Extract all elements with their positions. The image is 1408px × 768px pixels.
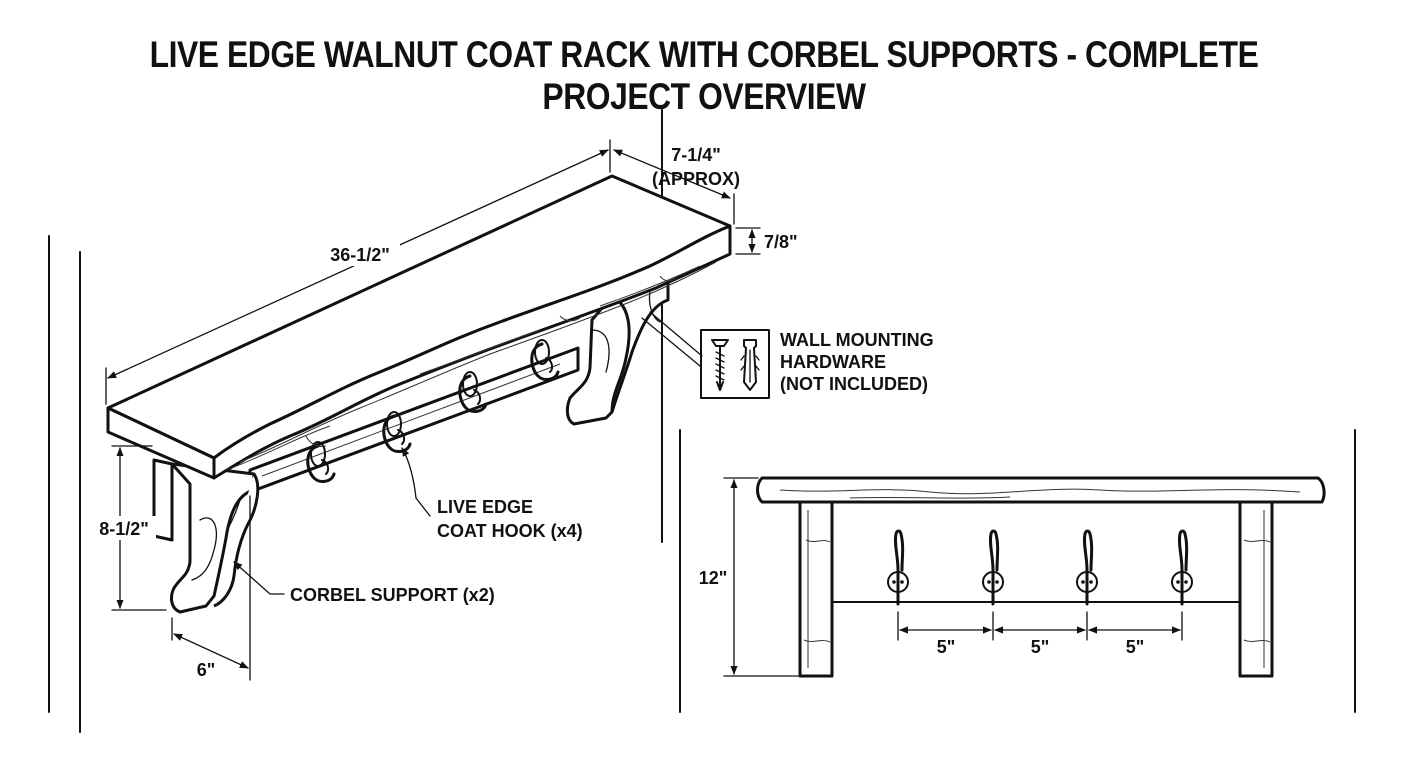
callout-corbel: CORBEL SUPPORT (x2) — [290, 585, 495, 605]
front-corbel — [152, 458, 260, 614]
dimension-hook-spacing — [897, 611, 1183, 641]
wall-anchor-icon — [740, 339, 760, 391]
label-front-height: 12" — [699, 568, 728, 588]
label-thickness: 7/8" — [764, 232, 798, 252]
callout-hook-line2: COAT HOOK (x4) — [437, 521, 583, 541]
dimension-length — [105, 139, 611, 405]
front-view: 12" 5" 5" 5" — [679, 429, 1356, 713]
label-length: 36-1/2" — [330, 245, 390, 265]
screw-icon — [711, 339, 729, 391]
hardware-box — [700, 329, 770, 399]
label-corbel-height: 8-1/2" — [99, 519, 149, 539]
callout-hardware-line3: (NOT INCLUDED) — [780, 374, 928, 394]
label-hook-spacing: 5" — [1126, 637, 1145, 657]
front-hook — [887, 529, 909, 606]
callout-corbel-leader — [233, 561, 285, 595]
callout-hardware-line1: WALL MOUNTING — [780, 330, 934, 350]
front-hook — [1171, 529, 1193, 606]
coat-hook — [306, 441, 336, 483]
callout-hook-line1: LIVE EDGE — [437, 497, 533, 517]
page-title: LIVE EDGE WALNUT COAT RACK WITH CORBEL S… — [149, 34, 1259, 117]
front-post-left — [798, 498, 834, 678]
dimension-front-height — [696, 477, 799, 677]
front-hook — [982, 529, 1004, 606]
label-hook-spacing: 5" — [937, 637, 956, 657]
callout-hardware-line2: HARDWARE — [780, 352, 886, 372]
dimension-thickness — [735, 227, 761, 255]
front-shelf — [756, 476, 1326, 504]
label-corbel-depth: 6" — [197, 660, 216, 680]
label-depth-approx: (APPROX) — [652, 169, 740, 189]
dimension-depth — [613, 149, 735, 225]
hardware-callout — [641, 311, 770, 399]
dimension-corbel-depth — [171, 495, 251, 681]
dimension-corbel-height — [92, 445, 167, 611]
callout-hook-leader — [401, 447, 431, 517]
isometric-view: 36-1/2" 7-1/4" (APPROX) 7/8" — [48, 109, 934, 733]
label-hook-spacing: 5" — [1031, 637, 1050, 657]
label-depth: 7-1/4" — [671, 145, 721, 165]
front-post-right — [1238, 498, 1274, 678]
front-hook — [1076, 529, 1098, 606]
